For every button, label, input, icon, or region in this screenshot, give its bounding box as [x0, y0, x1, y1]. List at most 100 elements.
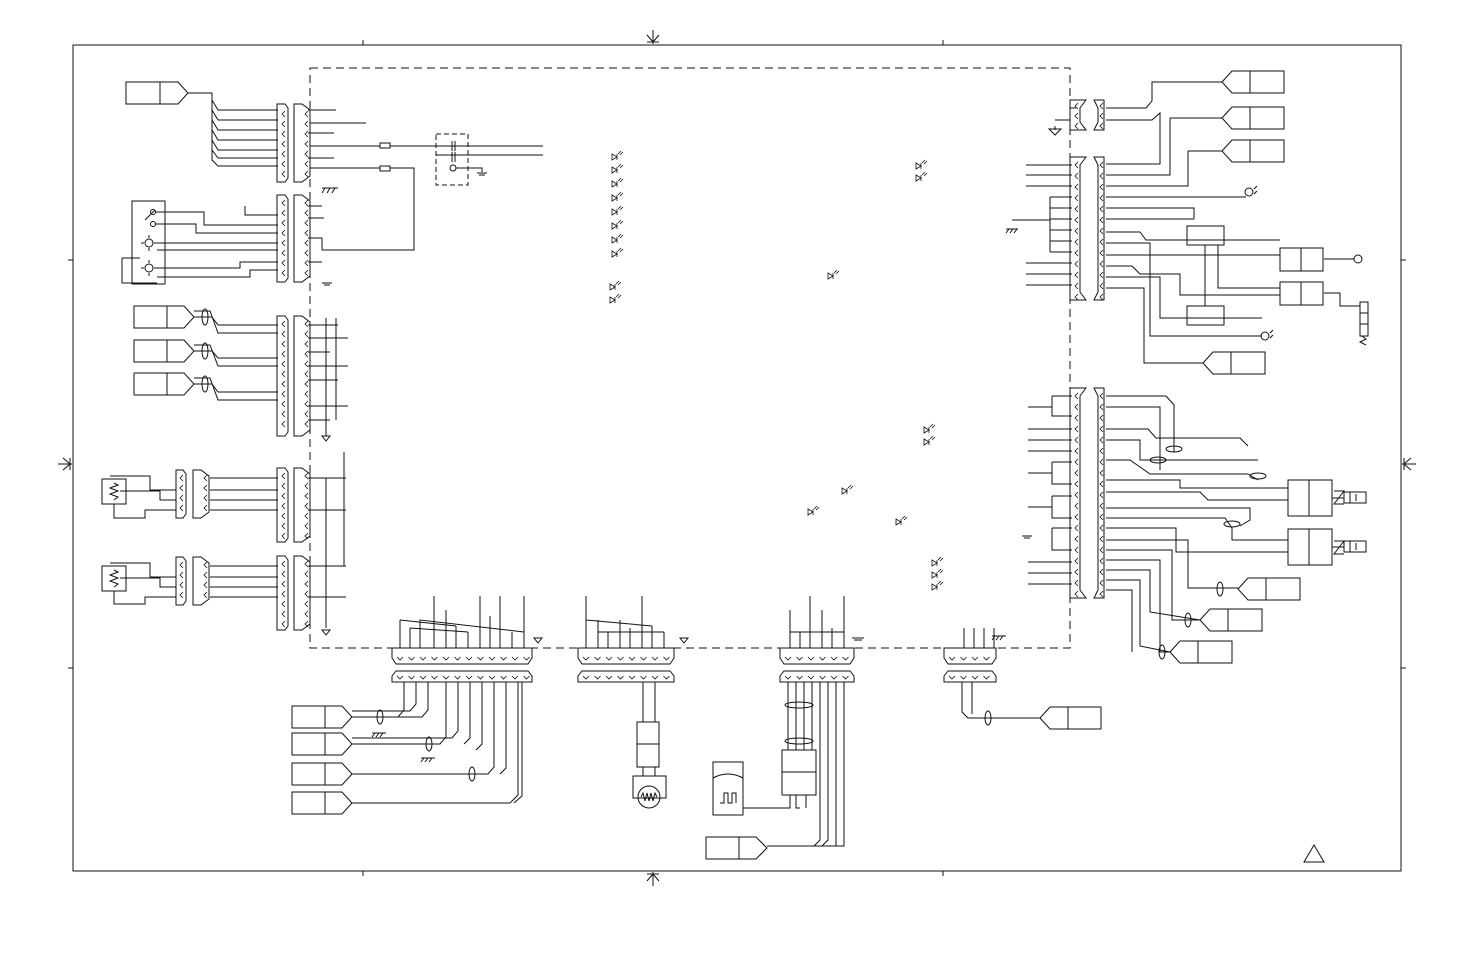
pin-arrow: [282, 270, 285, 276]
led-icon: [924, 424, 935, 433]
pin-arrow: [1075, 250, 1078, 256]
pin-arrow: [305, 391, 308, 397]
pin-arrow: [305, 533, 308, 539]
pin-arrow: [305, 401, 308, 407]
pin-arrow: [664, 657, 670, 660]
switch-panel-wires: [122, 206, 278, 283]
pin-arrow: [282, 141, 285, 147]
solenoid-valve-icon: [1334, 491, 1366, 554]
pin-arrow: [282, 341, 285, 347]
pin-arrow: [455, 676, 461, 679]
led-icon: [842, 485, 853, 494]
pin-arrow: [305, 321, 308, 327]
pin-arrow: [282, 581, 285, 587]
pin-arrow: [180, 592, 183, 598]
pin-arrow: [305, 131, 308, 137]
plug-connector-icon: [126, 82, 188, 104]
pin-arrow: [1075, 217, 1078, 223]
pin-arrow: [1100, 113, 1103, 119]
pin-arrow: [1075, 547, 1078, 553]
pin-arrow: [1075, 195, 1078, 201]
board-right-wires: [1012, 108, 1076, 584]
pin-arrow: [204, 592, 207, 598]
pin-arrow: [1075, 525, 1078, 531]
pin-arrow: [305, 111, 308, 117]
pin-arrow: [282, 523, 285, 529]
pin-arrow: [785, 676, 791, 679]
centering-arrow-bottom: [647, 872, 659, 886]
pin-arrow: [282, 220, 285, 226]
plug-connector-icon: [1040, 707, 1101, 729]
twisted-pair-icon: [377, 710, 475, 781]
pin-arrow: [282, 131, 285, 137]
led-icon: [612, 178, 623, 187]
pin-arrow: [1100, 569, 1103, 575]
pin-arrow: [1100, 459, 1103, 465]
pin-arrow: [1100, 294, 1103, 300]
pin-arrow: [1075, 103, 1078, 109]
pin-arrow: [180, 582, 183, 588]
pin-arrow: [305, 260, 308, 266]
pin-arrow: [595, 657, 601, 660]
pin-arrow: [972, 657, 978, 660]
pin-arrow: [524, 657, 530, 660]
pin-arrow: [305, 381, 308, 387]
pin-arrow: [409, 657, 415, 660]
pin-arrow: [1075, 470, 1078, 476]
solenoid-valve-icon: [1360, 302, 1368, 345]
pin-arrow: [501, 657, 507, 660]
pin-arrow: [1100, 525, 1103, 531]
pin-arrow: [583, 676, 589, 679]
board-bottom-wires: [400, 596, 994, 648]
pin-arrow: [843, 657, 849, 660]
pin-arrow: [305, 591, 308, 597]
pin-arrow: [282, 361, 285, 367]
pin-arrow: [282, 210, 285, 216]
pin-arrow: [1075, 123, 1078, 129]
pin-arrow: [305, 230, 308, 236]
pin-arrow: [1075, 206, 1078, 212]
pin-arrow: [1100, 228, 1103, 234]
pin-arrow: [305, 361, 308, 367]
pin-arrow: [282, 391, 285, 397]
sensor-relay-wires: [743, 682, 844, 846]
pin-arrow: [282, 421, 285, 427]
led-icon: [1245, 186, 1362, 340]
led-icon: [612, 220, 623, 229]
pin-arrow: [282, 503, 285, 509]
pulse-sensor-icon: [713, 762, 743, 815]
pin-arrow: [282, 381, 285, 387]
twisted-pair-icon: [785, 702, 813, 744]
pin-arrow: [204, 495, 207, 501]
pin-arrow: [1075, 591, 1078, 597]
pin-arrow: [1100, 123, 1103, 129]
pin-arrow: [305, 141, 308, 147]
pin-arrow: [305, 351, 308, 357]
pin-arrow: [305, 493, 308, 499]
pin-arrow: [1100, 558, 1103, 564]
plug-connector-icon: [1203, 71, 1284, 374]
pin-arrow: [1075, 239, 1078, 245]
relay-icon: [1288, 480, 1332, 565]
centering-arrow-top: [647, 30, 659, 44]
pin-arrow: [808, 657, 814, 660]
pin-arrow: [282, 200, 285, 206]
pin-arrow: [282, 230, 285, 236]
pin-arrow: [606, 657, 612, 660]
pin-arrow: [1100, 173, 1103, 179]
pin-arrow: [1100, 547, 1103, 553]
pin-arrow: [305, 210, 308, 216]
plug-connector-icon: [292, 706, 352, 814]
pin-arrow: [489, 657, 495, 660]
ground-icon: [322, 173, 1032, 640]
pin-arrow: [831, 657, 837, 660]
pin-arrow: [305, 171, 308, 177]
pin-arrow: [1075, 481, 1078, 487]
pin-arrow: [204, 562, 207, 568]
pin-arrow: [1075, 558, 1078, 564]
led-icon: [612, 192, 623, 201]
pin-arrow: [305, 503, 308, 509]
pin-arrow: [305, 581, 308, 587]
pin-arrow: [641, 676, 647, 679]
